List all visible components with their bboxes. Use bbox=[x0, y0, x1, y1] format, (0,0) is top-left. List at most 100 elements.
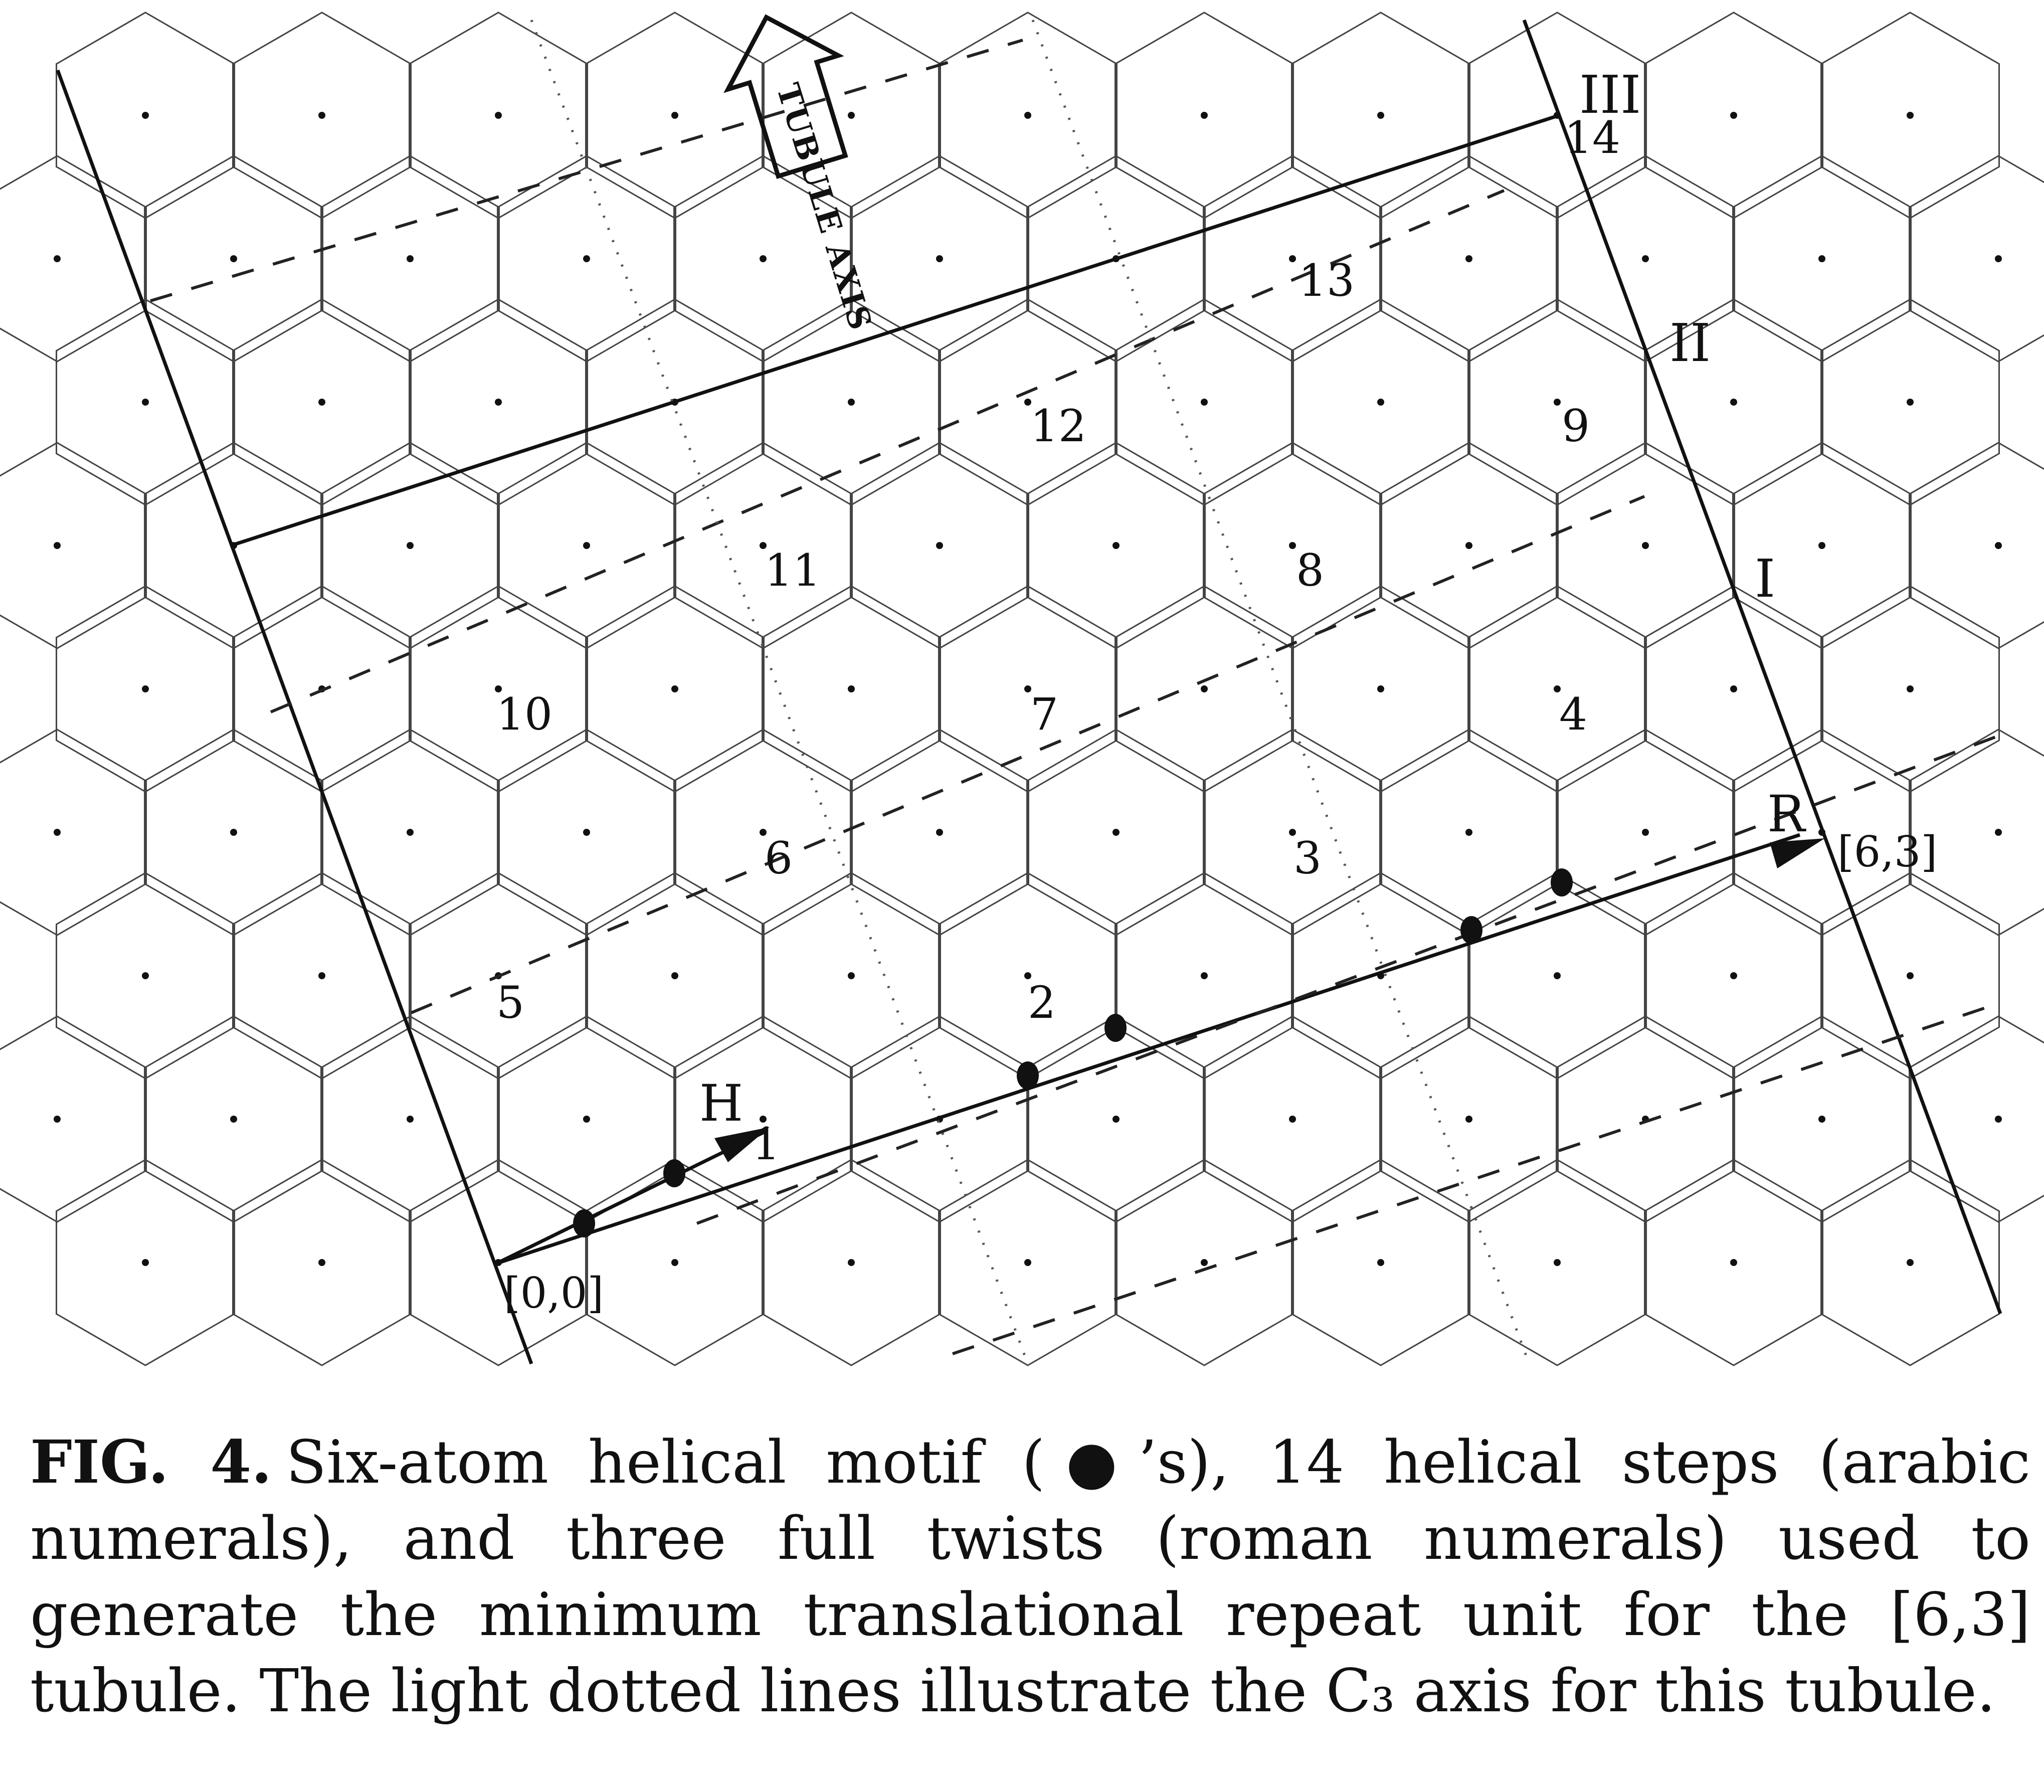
hexagon-cell bbox=[232, 1159, 412, 1366]
motif-atom-icon bbox=[663, 1159, 685, 1187]
lattice-point bbox=[407, 1116, 414, 1123]
lattice-point bbox=[318, 1259, 325, 1266]
lattice-point bbox=[760, 1116, 767, 1123]
lattice-point bbox=[936, 542, 943, 549]
helical-step-label: 12 bbox=[1030, 400, 1086, 452]
helical-step-label: 9 bbox=[1562, 400, 1590, 452]
lattice-point bbox=[1907, 399, 1914, 406]
lattice-point bbox=[1730, 112, 1737, 119]
lattice-point bbox=[1642, 542, 1649, 549]
repeat-boundary-line bbox=[1522, 19, 2002, 1315]
hexagon-cell bbox=[1909, 442, 2044, 649]
hexagon-cell bbox=[0, 1015, 147, 1223]
lattice-point bbox=[1289, 255, 1296, 262]
lattice-point bbox=[760, 542, 767, 549]
lattice-point bbox=[1201, 685, 1208, 692]
hexagon-cell bbox=[1820, 1159, 2000, 1366]
lattice-point bbox=[1907, 1259, 1914, 1266]
lattice-point bbox=[230, 1116, 237, 1123]
motif-atom-icon bbox=[1460, 916, 1482, 944]
lattice-point bbox=[1554, 1259, 1561, 1266]
helical-step-label: 7 bbox=[1030, 688, 1058, 740]
lattice-point bbox=[54, 1116, 61, 1123]
lattice-point bbox=[318, 112, 325, 119]
lattice-point bbox=[671, 112, 678, 119]
lattice-point bbox=[1818, 1116, 1825, 1123]
lattice-point bbox=[1730, 685, 1737, 692]
lattice-point bbox=[671, 685, 678, 692]
c3-axis-line bbox=[1031, 20, 1531, 1364]
lattice-point bbox=[936, 829, 943, 836]
hexagon-cell bbox=[1644, 1159, 1823, 1366]
lattice-point bbox=[230, 255, 237, 262]
helical-step-line bbox=[410, 495, 1645, 1014]
helical-step-label: 5 bbox=[496, 977, 524, 1028]
hexagon-cell bbox=[1114, 1159, 1294, 1366]
lattice-point bbox=[1995, 255, 2002, 262]
motif-atom-icon bbox=[1104, 1014, 1127, 1042]
lattice-point bbox=[54, 829, 61, 836]
helical-arrowhead-icon bbox=[714, 1127, 770, 1162]
lattice-point bbox=[1907, 972, 1914, 979]
hexagon-cell bbox=[1909, 155, 2044, 363]
lattice-point bbox=[1377, 112, 1384, 119]
vector-marks bbox=[573, 838, 1825, 1237]
lattice-point bbox=[583, 829, 590, 836]
lattice-point bbox=[1818, 542, 1825, 549]
helical-vector-label: H bbox=[699, 1074, 743, 1133]
lattice-point bbox=[848, 685, 855, 692]
motif-atom-icon bbox=[573, 1209, 595, 1237]
lattice-point bbox=[1554, 972, 1561, 979]
full-twist-label: I bbox=[1755, 548, 1775, 609]
lattice-point bbox=[407, 829, 414, 836]
lattice-point bbox=[1377, 399, 1384, 406]
lattice-point bbox=[1907, 112, 1914, 119]
lattice-point bbox=[495, 112, 502, 119]
lattice-point bbox=[142, 112, 149, 119]
end-lattice-label: [6,3] bbox=[1837, 827, 1937, 876]
lattice-point bbox=[1554, 399, 1561, 406]
hexagon-cell bbox=[762, 1159, 941, 1366]
motif-atom-icon bbox=[1017, 1061, 1039, 1090]
lattice-point bbox=[495, 399, 502, 406]
lattice-point bbox=[1289, 829, 1296, 836]
lattice-point bbox=[1024, 972, 1031, 979]
lattice-point bbox=[1112, 1116, 1120, 1123]
hexagon-cell bbox=[938, 1159, 1118, 1366]
lattice-point bbox=[760, 829, 767, 836]
figure-label: FIG. 4. bbox=[30, 1427, 272, 1497]
lattice-point bbox=[142, 972, 149, 979]
hexagon-cell bbox=[1467, 1159, 1647, 1366]
figure-caption-text: Six-atom helical motif (●’s), 14 helical… bbox=[30, 1427, 2030, 1725]
figure-labels: H R [0,0] [6,3] 1234567891011121314IIIII… bbox=[496, 64, 1937, 1318]
lattice-point bbox=[1642, 255, 1649, 262]
lattice-point bbox=[142, 685, 149, 692]
lattice-point bbox=[848, 112, 855, 119]
helical-step-line bbox=[270, 189, 1505, 713]
lattice-point bbox=[1995, 1116, 2002, 1123]
lattice-point bbox=[318, 399, 325, 406]
helical-step-label: 14 bbox=[1564, 112, 1620, 163]
lattice-point bbox=[1289, 542, 1296, 549]
helical-step-label: 13 bbox=[1298, 255, 1355, 306]
lattice-point bbox=[1112, 542, 1120, 549]
hexagon-cell bbox=[1291, 1159, 1470, 1366]
helical-step-label: 10 bbox=[496, 688, 552, 740]
motif-atom-icon bbox=[1551, 868, 1573, 897]
lattice-point bbox=[230, 829, 237, 836]
lattice-point bbox=[936, 255, 943, 262]
origin-lattice-label: [0,0] bbox=[504, 1269, 604, 1318]
lattice-point bbox=[407, 542, 414, 549]
lattice-point bbox=[1554, 685, 1561, 692]
lattice-point bbox=[671, 1259, 678, 1266]
repeat-boundary-line bbox=[56, 69, 533, 1365]
lattice-point bbox=[1201, 972, 1208, 979]
lattice-point bbox=[671, 972, 678, 979]
figure-caption: FIG. 4.Six-atom helical motif (●’s), 14 … bbox=[30, 1424, 2030, 1729]
lattice-point bbox=[1024, 399, 1031, 406]
hexagon-cell bbox=[0, 155, 147, 363]
construction-lines bbox=[56, 19, 2002, 1365]
lattice-point bbox=[1465, 542, 1472, 549]
lattice-point bbox=[1024, 1259, 1031, 1266]
lattice-point bbox=[1112, 829, 1120, 836]
